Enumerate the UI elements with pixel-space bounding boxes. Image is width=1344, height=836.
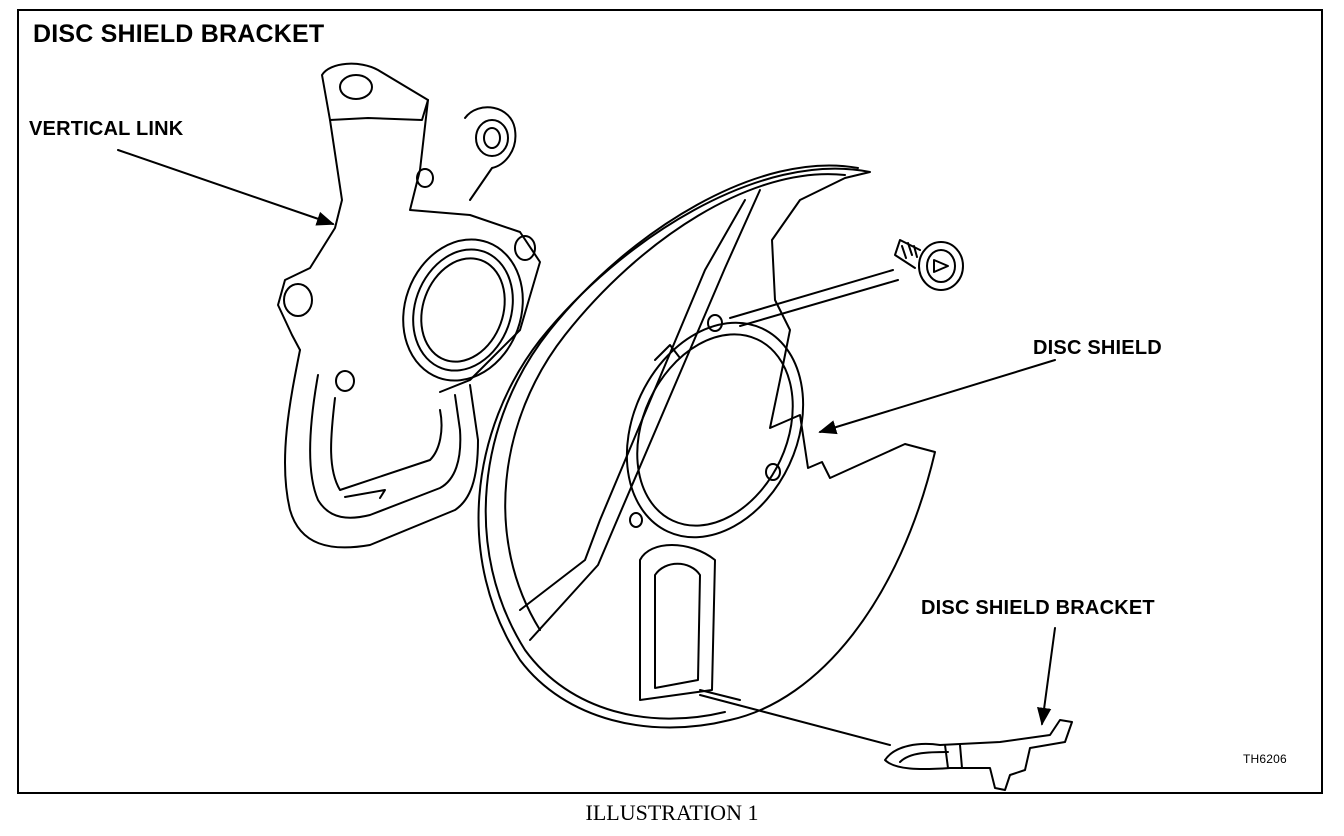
disc-shield-bracket-label: DISC SHIELD BRACKET [921, 597, 1155, 619]
vertical-link-part [277, 62, 541, 549]
disc-shield-bracket-arrow [1037, 627, 1056, 726]
illustration-frame [17, 9, 1323, 794]
disc-shield-arrow [818, 359, 1056, 435]
figure-caption: ILLUSTRATION 1 [585, 800, 759, 825]
vertical-link-label: VERTICAL LINK [29, 118, 184, 140]
bolt-part [729, 239, 964, 327]
figure-code: TH6206 [1243, 752, 1287, 766]
disc-shield-bracket-part [699, 694, 1073, 791]
disc-shield-label: DISC SHIELD [1033, 337, 1162, 359]
vertical-link-arrow [117, 149, 335, 226]
disc-shield-part [477, 164, 936, 729]
figure-title: DISC SHIELD BRACKET [33, 20, 325, 48]
